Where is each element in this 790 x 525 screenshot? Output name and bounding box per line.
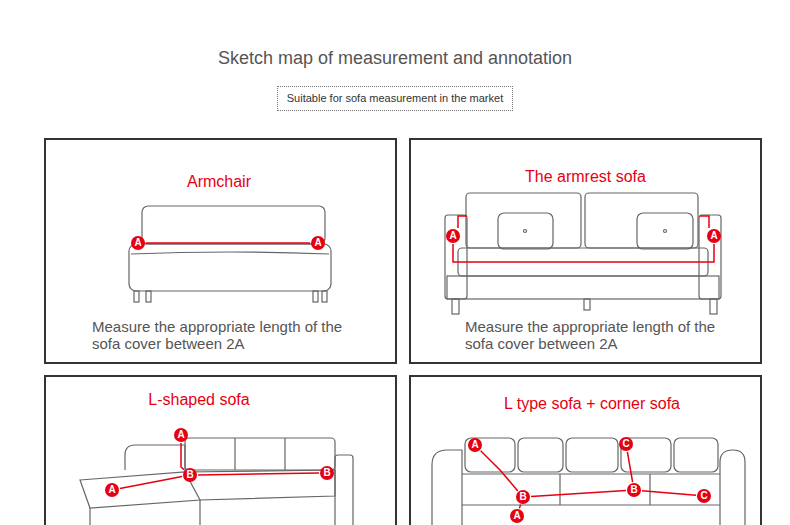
sofa-leg [584, 299, 590, 310]
sofa-leg [146, 291, 151, 302]
sofa-panel: ACBBCAL type sofa + corner sofa [409, 375, 762, 525]
measure-line [120, 477, 182, 489]
measure-tick [458, 216, 467, 228]
sofa-leg [452, 299, 459, 314]
pillow-button [664, 230, 667, 233]
panel-note: Measure the appropriate length of the so… [465, 318, 721, 352]
seat-piping [131, 252, 329, 254]
sofa-leg [710, 299, 717, 314]
chaise-front [90, 500, 200, 525]
point-letter: C [697, 489, 711, 503]
point-letter: A [707, 229, 721, 243]
armrest-sofa-sketch [445, 193, 721, 314]
sofa-back [142, 206, 325, 244]
measure-line [642, 491, 696, 496]
back-cushion [465, 438, 515, 472]
caption-box: Suitable for sofa measurement in the mar… [277, 86, 513, 111]
point-letter: B [320, 466, 334, 480]
seat-cushion [462, 474, 720, 505]
point-letter: B [516, 490, 530, 504]
measure-line [146, 242, 310, 244]
armrest [445, 215, 467, 299]
point-letter: C [619, 437, 633, 451]
armrest [432, 450, 462, 525]
measure-line [181, 443, 184, 470]
point-marker: A [468, 438, 482, 452]
armrest [699, 215, 721, 299]
armrest [720, 450, 745, 525]
pillow [637, 213, 693, 249]
measure-line [627, 452, 632, 482]
point-marker: B [627, 483, 641, 497]
chaise-seat [80, 472, 200, 508]
caption-text: Suitable for sofa measurement in the mar… [287, 87, 503, 110]
armrest [335, 455, 353, 525]
back-cushion [566, 438, 618, 472]
point-letter: A [446, 229, 460, 243]
point-marker: B [516, 490, 530, 504]
measure-line [481, 451, 518, 491]
sofa-leg [322, 291, 327, 302]
point-letter: A [510, 509, 524, 523]
back-cushion [466, 193, 581, 248]
corner-sofa-sketch [432, 438, 745, 525]
point-marker: A [131, 236, 145, 250]
sofa-base [447, 276, 719, 299]
corner-back [125, 445, 185, 472]
pillow [498, 213, 553, 249]
sofa-panel: A A The armrest sofaMeasure the appropriat… [409, 138, 762, 364]
point-marker: A [510, 509, 524, 523]
pillow-button [524, 230, 527, 233]
sofa-panel: A A ArmchairMeasure the appropriate length… [44, 138, 397, 364]
point-letter: A [311, 236, 325, 250]
panel-heading: Armchair [45, 172, 394, 192]
armchair-sketch [129, 206, 331, 302]
main-seat [185, 470, 335, 500]
panel-heading: L type sofa + corner sofa [418, 394, 767, 414]
point-marker: A [707, 229, 721, 243]
point-letter: A [468, 438, 482, 452]
cushion-divider [235, 438, 285, 470]
back-cushion [518, 438, 563, 472]
l-sofa-sketch [80, 438, 353, 525]
sofa-leg [313, 291, 318, 302]
point-letter: A [131, 236, 145, 250]
panel-heading: L-shaped sofa [25, 390, 374, 410]
measure-line [198, 473, 319, 475]
sofa-seat [129, 244, 331, 291]
page-title: Sketch map of measurement and annotation [0, 47, 790, 69]
point-marker: A [311, 236, 325, 250]
sofa-leg [134, 291, 139, 302]
measure-line [531, 491, 626, 497]
sofa-panel: ABBAL-shaped sofa [44, 375, 397, 525]
panel-note: Measure the appropriate length of the so… [92, 318, 348, 352]
point-letter: B [183, 468, 197, 482]
point-marker: B [183, 468, 197, 482]
point-marker: A [446, 229, 460, 243]
point-marker: A [174, 428, 188, 442]
measure-tick [700, 216, 709, 228]
point-letter: A [105, 483, 119, 497]
point-letter: B [627, 483, 641, 497]
point-letter: A [174, 428, 188, 442]
point-marker: A [105, 483, 119, 497]
panel-heading: The armrest sofa [411, 167, 760, 187]
point-marker: C [697, 489, 711, 503]
point-marker: B [320, 466, 334, 480]
measure-tick [458, 216, 709, 228]
measure-line [453, 244, 714, 262]
back-cushion [585, 193, 698, 248]
back-cushion [674, 438, 718, 472]
point-marker: C [619, 437, 633, 451]
back-cushion [185, 438, 335, 470]
measure-line [519, 505, 520, 509]
